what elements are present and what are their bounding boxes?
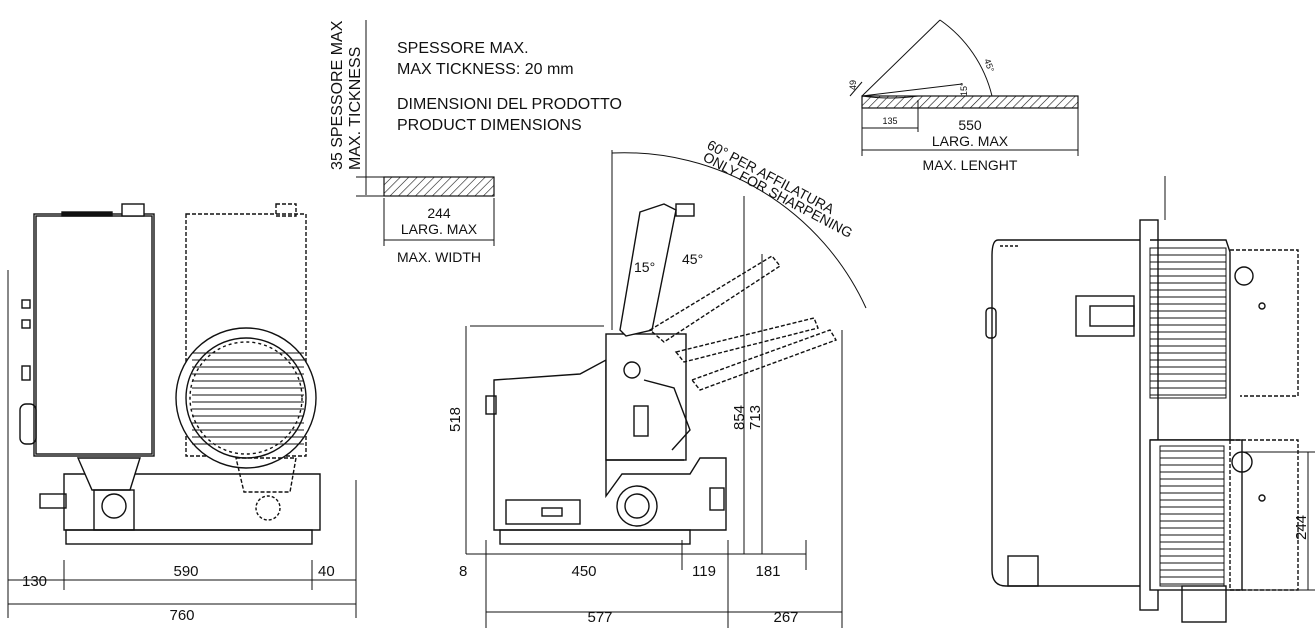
sharpening-arc (611, 150, 867, 330)
side-dim-8: 8 (459, 563, 467, 580)
width-product-diagram: 244 LARG. MAX MAX. WIDTH (356, 176, 495, 265)
side-dim-181: 181 (755, 563, 780, 580)
side-dim-119: 119 (692, 563, 716, 580)
front-dim-40: 40 (318, 563, 335, 580)
width-value: 244 (427, 205, 451, 221)
side-view-drawing (485, 203, 838, 545)
thickness-note-line2: MAX TICKNESS: 20 mm (397, 61, 574, 78)
side-view-dimensions (465, 196, 843, 628)
length-small-135: 135 (882, 116, 897, 126)
length-value: 550 (958, 117, 982, 133)
side-dim-267: 267 (773, 609, 798, 626)
side-dim-854: 854 (731, 405, 748, 430)
rotated-thickness-label-2: MAX. TICKNESS (347, 47, 364, 170)
length-product-diagram: 135 49 15° 45° 550 LARG. MAX MAX. LENGHT (848, 19, 1079, 173)
front-view-dimensions (7, 270, 357, 618)
top-view-drawing (985, 176, 1299, 623)
angle-45: 45° (682, 251, 703, 267)
sharpening-label-2: ONLY FOR SHARPENING (701, 149, 856, 241)
side-dim-518: 518 (447, 407, 464, 432)
thickness-note: 35 SPESSORE MAX MAX. TICKNESS SPESSORE M… (329, 20, 622, 195)
side-dim-713: 713 (747, 405, 764, 430)
length-small-49: 49 (848, 80, 858, 90)
length-small-45: 45° (982, 57, 996, 74)
length-small-15: 15° (959, 82, 969, 96)
product-dimensions-line2: PRODUCT DIMENSIONS (397, 117, 582, 134)
front-view-drawing (19, 203, 321, 545)
product-dimensions-line1: DIMENSIONI DEL PRODOTTO (397, 96, 622, 113)
front-dim-760: 760 (169, 607, 194, 624)
side-dim-450: 450 (571, 563, 596, 580)
top-view-dimensions (1232, 451, 1315, 591)
thickness-note-line1: SPESSORE MAX. (397, 40, 529, 57)
angle-15: 15° (634, 259, 655, 275)
length-label-1: LARG. MAX (932, 133, 1009, 149)
width-label-1: LARG. MAX (401, 221, 478, 237)
product-block-width (383, 176, 495, 197)
side-dim-577: 577 (587, 609, 612, 626)
top-dim-244: 244 (1293, 515, 1310, 540)
width-label-2: MAX. WIDTH (397, 249, 481, 265)
sharpening-label-1: 60° PER AFFILATURA (705, 137, 838, 218)
length-label-2: MAX. LENGHT (923, 157, 1018, 173)
front-dim-130: 130 (22, 573, 47, 590)
front-dim-590: 590 (173, 563, 198, 580)
rotated-thickness-label-1: 35 SPESSORE MAX (329, 20, 346, 170)
